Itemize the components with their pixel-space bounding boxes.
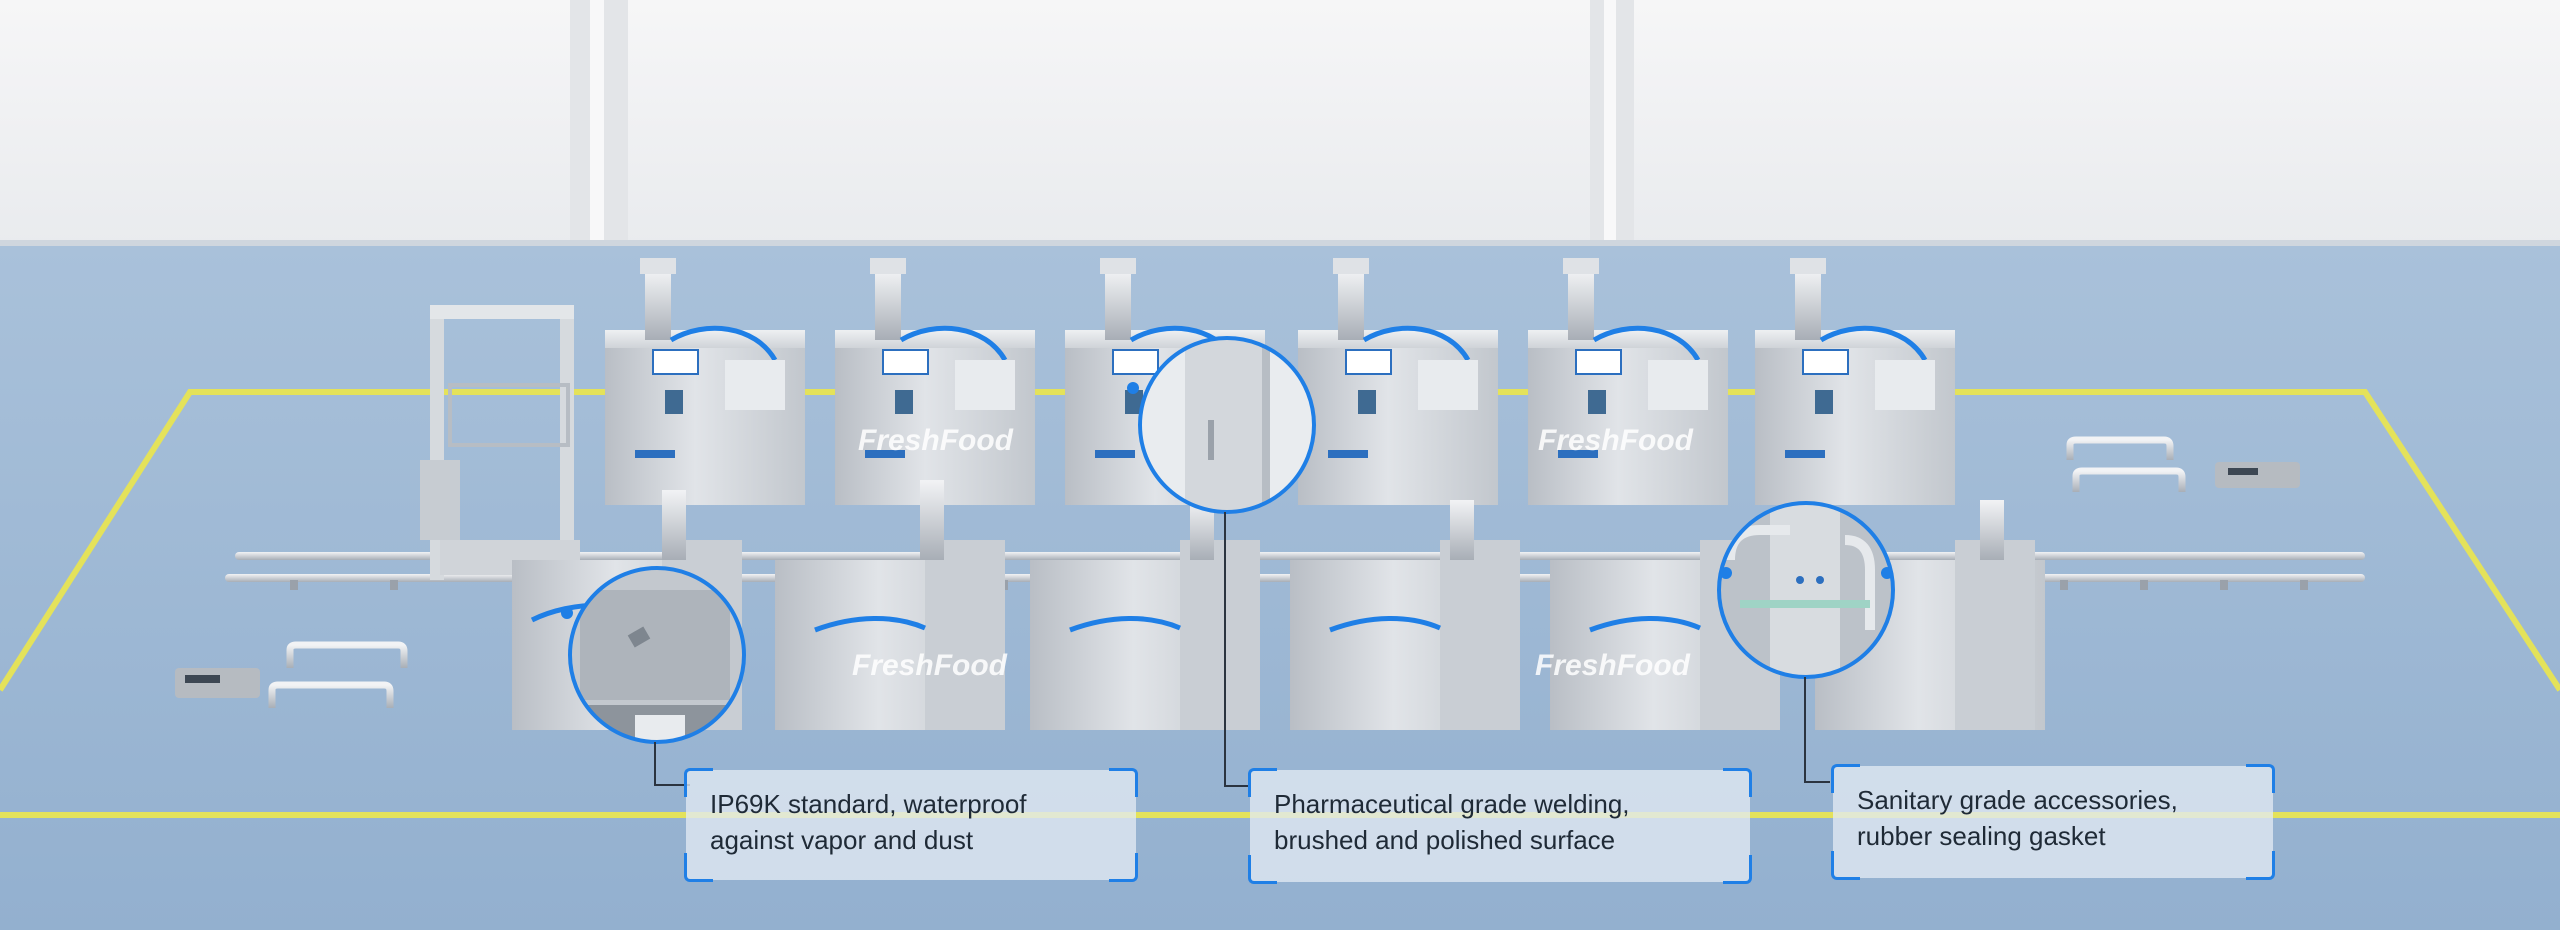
brand-watermark: FreshFood: [852, 649, 1008, 682]
agv-cart: [175, 668, 260, 698]
callout-text: Sanitary grade accessories, rubber seali…: [1857, 785, 2178, 851]
detail-lens-welding: [1127, 336, 1316, 787]
machine-row-bottom: [512, 480, 2045, 730]
detail-lens-waterproof: [561, 566, 746, 786]
handle-rails: [268, 436, 2186, 708]
callout-text: IP69K standard, waterproof against vapor…: [710, 789, 1027, 855]
wall-pillar: [1604, 0, 1616, 255]
detail-lens-sanitary: [1717, 501, 1895, 783]
agv-cart: [2215, 462, 2300, 488]
callout-text: Pharmaceutical grade welding, brushed an…: [1274, 789, 1630, 855]
machine-row-top: [605, 258, 1955, 505]
callout-welding: Pharmaceutical grade welding, brushed an…: [1248, 768, 1752, 884]
callout-waterproof: IP69K standard, waterproof against vapor…: [684, 768, 1138, 882]
wall-base: [0, 240, 2560, 246]
callout-sanitary: Sanitary grade accessories, rubber seali…: [1831, 764, 2275, 880]
brand-watermark: FreshFood: [1538, 424, 1694, 457]
back-wall: [0, 0, 2560, 245]
wall-pillar: [590, 0, 604, 255]
brand-watermark: FreshFood: [858, 424, 1014, 457]
brand-watermark: FreshFood: [1535, 649, 1691, 682]
